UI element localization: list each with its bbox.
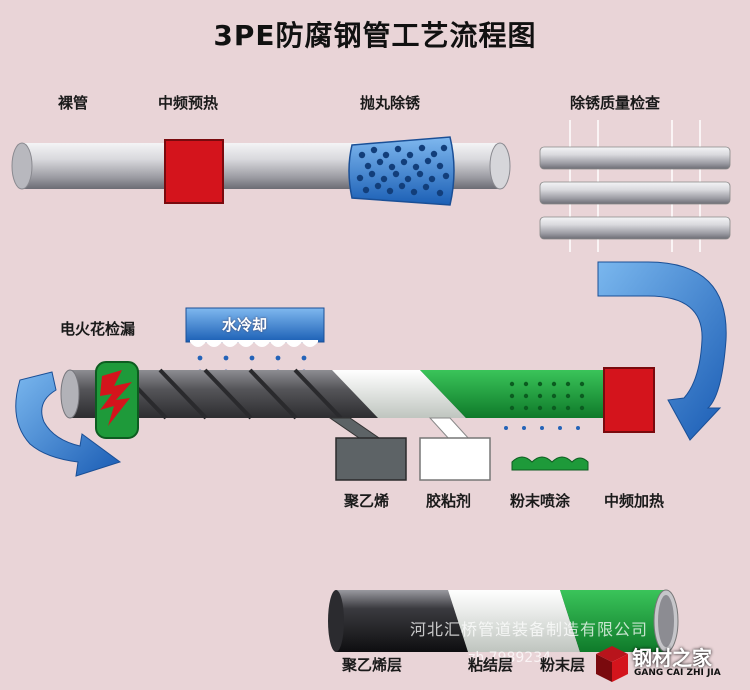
powder-nozzle bbox=[511, 456, 589, 471]
step-shot-blast-label: 抛丸除锈 bbox=[360, 94, 421, 112]
layer-adhesive-label: 粘结层 bbox=[468, 656, 514, 674]
page-title: 3PE防腐钢管工艺流程图 bbox=[213, 19, 537, 52]
step-bare-pipe-label: 裸管 bbox=[58, 94, 89, 112]
step-spark-leak-label: 电火花检漏 bbox=[60, 320, 136, 338]
logo-text-cn: 钢材之家 bbox=[632, 646, 712, 670]
layer-pe-label: 聚乙烯层 bbox=[342, 656, 403, 674]
spray-dots-below bbox=[504, 426, 580, 430]
flow-arrow-exit bbox=[15, 371, 122, 477]
inspection-pipes bbox=[539, 146, 731, 240]
logo-text-en: GANG CAI ZHI JIA bbox=[634, 668, 721, 678]
water-cooling-tank bbox=[185, 307, 325, 347]
heater-block-bottom bbox=[603, 367, 655, 433]
site-logo: 钢材之家 GANG CAI ZHI JIA bbox=[592, 640, 742, 686]
watermark-partial: zh 7989234 bbox=[468, 650, 552, 666]
step-polyethylene-label: 聚乙烯 bbox=[344, 492, 390, 510]
logo-cube-icon bbox=[596, 646, 628, 682]
preheat-coil-block bbox=[164, 139, 224, 204]
step-mid-freq-heat-label: 中频加热 bbox=[604, 492, 665, 510]
shot-blast-section bbox=[348, 136, 455, 206]
flow-arrow-right bbox=[597, 261, 727, 441]
shot-blast-dots bbox=[356, 144, 450, 197]
step-preheat-label: 中频预热 bbox=[158, 94, 219, 112]
step-adhesive-label: 胶粘剂 bbox=[426, 492, 472, 510]
pe-feeder bbox=[328, 417, 407, 481]
step-powder-spray-label: 粉末喷涂 bbox=[510, 492, 571, 510]
layer-powder-label: 粉末层 bbox=[540, 656, 586, 674]
spark-leak-tester bbox=[95, 361, 139, 439]
powder-dots bbox=[509, 381, 585, 411]
watermark-company: 河北汇桥管道装备制造有限公司 bbox=[410, 620, 649, 639]
adhesive-feeder bbox=[419, 417, 491, 481]
coated-pipe-bottom bbox=[60, 368, 630, 420]
step-water-cooling-label: 水冷却 bbox=[222, 316, 268, 334]
layered-sample-pipe bbox=[328, 589, 679, 653]
step-rust-inspection-label: 除锈质量检查 bbox=[570, 94, 661, 112]
